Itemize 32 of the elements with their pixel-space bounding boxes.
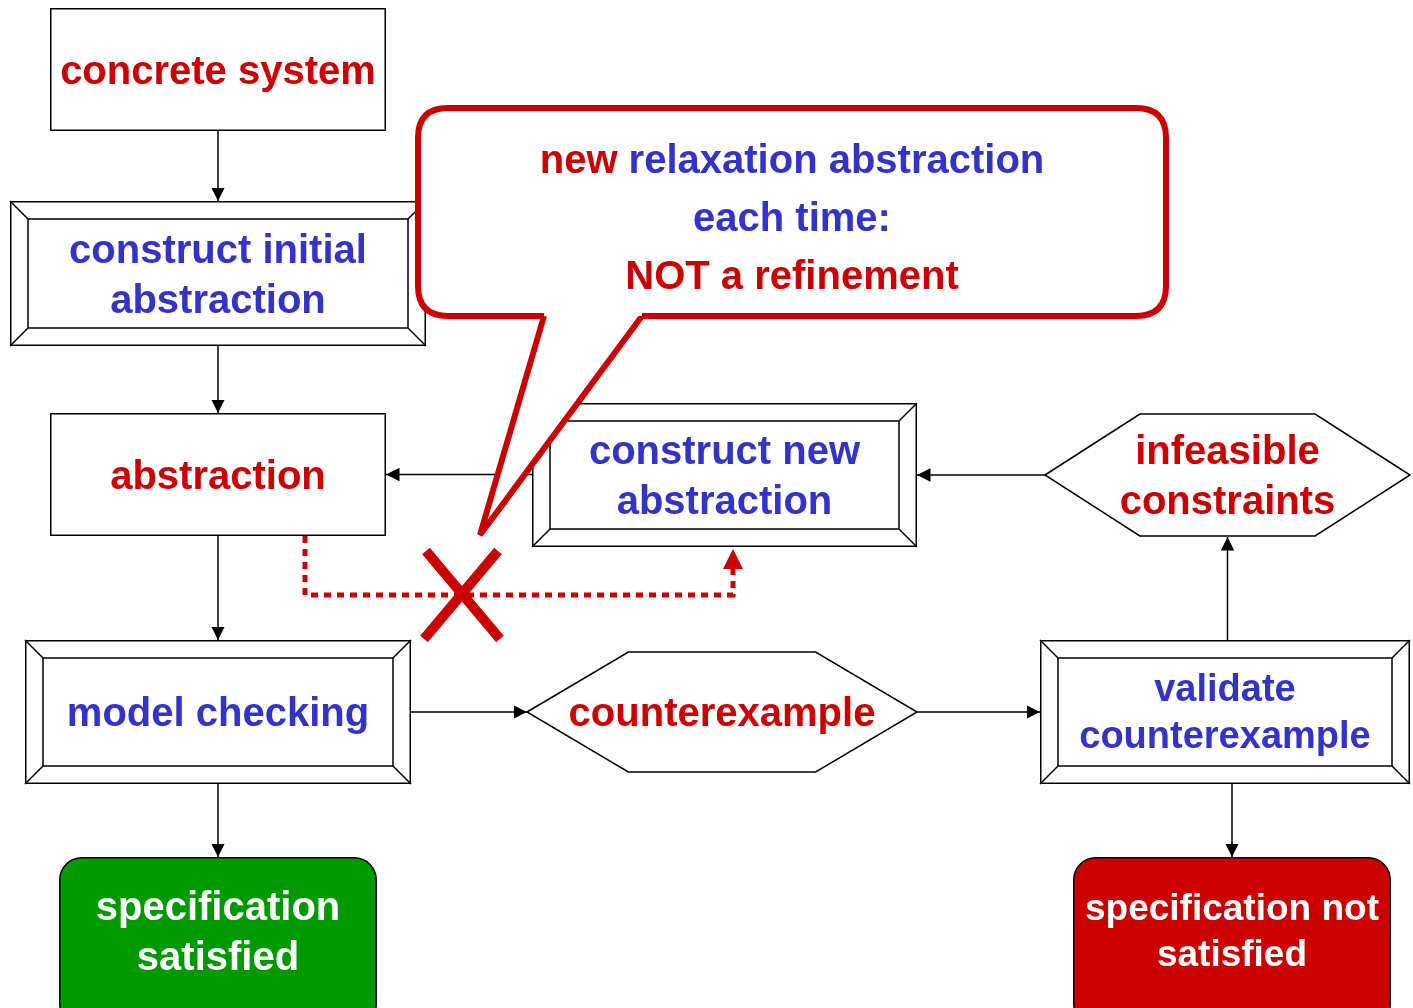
callout-text: new relaxation abstraction each time:	[538, 136, 1046, 241]
node-label: counterexample	[568, 689, 876, 736]
arrow	[211, 535, 225, 641]
node-label: construct initial abstraction	[68, 225, 368, 323]
node-label: specification satisfied	[94, 883, 342, 980]
node-label: abstraction	[110, 451, 326, 499]
arrow	[916, 705, 1041, 719]
process-box	[532, 403, 917, 547]
node-label: model checking	[66, 689, 370, 736]
terminal-box	[1073, 857, 1391, 1005]
arrow	[211, 130, 225, 202]
process-box	[1040, 640, 1410, 784]
process-box	[25, 640, 411, 784]
terminal-box	[59, 857, 377, 1005]
process-box	[10, 201, 426, 346]
node-label: specification not satisfied	[1084, 885, 1380, 976]
arrow	[1225, 783, 1239, 858]
arrow	[916, 468, 1046, 482]
callout-text: NOT a refinement	[624, 252, 960, 299]
arrow	[211, 783, 225, 858]
arrow	[410, 705, 528, 719]
decision-hexagon	[527, 651, 917, 773]
decision-hexagon	[1045, 413, 1410, 537]
arrow	[211, 345, 225, 414]
node-label: validate counterexample	[1078, 665, 1372, 758]
process-box	[50, 413, 386, 536]
node-label: concrete system	[60, 46, 376, 94]
process-box	[50, 8, 386, 131]
node-label: infeasible constraints	[1118, 427, 1337, 524]
arrow	[1220, 536, 1235, 641]
dashed-arrow	[302, 536, 743, 598]
node-label: construct new abstraction	[587, 427, 862, 524]
